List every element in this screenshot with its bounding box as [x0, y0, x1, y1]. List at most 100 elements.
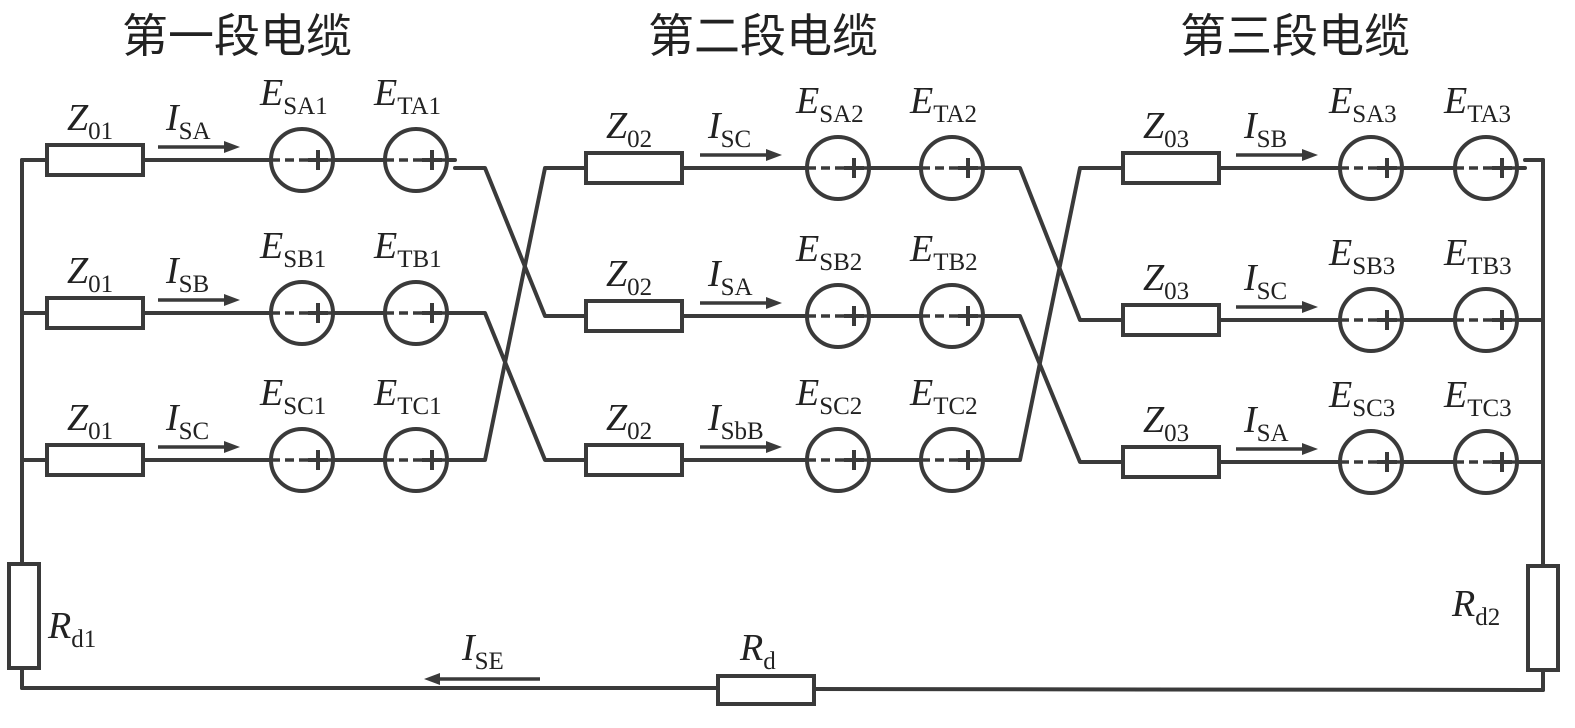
label-ise: ISE: [461, 627, 504, 675]
label-current: ISA: [165, 97, 211, 145]
resistor-rd1: [7, 562, 41, 670]
source-es: [269, 127, 335, 193]
label-es: ESB3: [1328, 232, 1395, 280]
impedance-resistor: [1121, 445, 1221, 479]
right-bus: [1523, 158, 1545, 692]
label-current: ISC: [707, 105, 751, 153]
label-es: ESA1: [259, 72, 328, 120]
label-impedance: Z03: [1143, 257, 1189, 305]
label-rd: Rd: [739, 627, 776, 675]
label-current: ISB: [165, 250, 209, 298]
label-current: ISB: [1243, 105, 1287, 153]
current-arrow: [1236, 443, 1318, 455]
left-bus: [20, 158, 49, 690]
impedance-resistor: [584, 443, 684, 477]
ground-return-wire: [20, 686, 1545, 692]
label-es: ESC1: [259, 372, 326, 420]
label-et: ETA3: [1443, 80, 1511, 128]
source-et: [1453, 287, 1519, 353]
cable-row: Z02 ISA ESB2 ETB2: [584, 228, 993, 349]
label-rd2: Rd2: [1451, 583, 1500, 631]
current-arrow: [1236, 149, 1318, 161]
current-arrow: [700, 149, 782, 161]
impedance-resistor: [1121, 151, 1221, 185]
label-et: ETB3: [1443, 232, 1512, 280]
label-impedance: Z03: [1143, 399, 1189, 447]
label-rd1: Rd1: [47, 605, 96, 653]
source-es: [805, 283, 871, 349]
source-es: [1338, 287, 1404, 353]
section-2-title: 第二段电缆: [648, 9, 878, 63]
current-arrow: [158, 441, 240, 453]
label-current: ISA: [1243, 399, 1289, 447]
ise-arrow: [424, 673, 540, 685]
impedance-resistor: [45, 143, 145, 177]
label-impedance: Z02: [606, 397, 652, 445]
label-et: ETB2: [909, 228, 978, 276]
source-es: [1338, 429, 1404, 495]
source-et: [383, 427, 449, 493]
label-impedance: Z03: [1143, 105, 1189, 153]
source-et: [1453, 429, 1519, 495]
cable-row: Z02 ISC ESA2 ETA2: [584, 80, 993, 201]
label-impedance: Z02: [606, 105, 652, 153]
label-es: ESC3: [1328, 374, 1395, 422]
label-es: ESB2: [795, 228, 862, 276]
label-impedance: Z01: [67, 397, 113, 445]
label-es: ESC2: [795, 372, 862, 420]
cable-row: Z01 ISC ESC1 ETC1: [45, 372, 457, 493]
source-es: [269, 427, 335, 493]
label-et: ETC1: [373, 372, 442, 420]
source-es: [805, 427, 871, 493]
resistor-rd: [716, 674, 816, 706]
label-et: ETC3: [1443, 374, 1512, 422]
current-arrow: [158, 294, 240, 306]
resistor-rd2: [1526, 564, 1560, 672]
impedance-resistor: [584, 151, 684, 185]
impedance-resistor: [45, 443, 145, 477]
cable-row: Z03 ISC ESB3 ETB3: [1121, 232, 1527, 353]
source-et: [383, 127, 449, 193]
label-current: ISC: [165, 397, 209, 445]
cable-row: Z01 ISA ESA1 ETA1: [45, 72, 457, 193]
label-impedance: Z02: [606, 253, 652, 301]
label-et: ETB1: [373, 225, 442, 273]
cable-row: Z03 ISB ESA3 ETA3: [1121, 80, 1527, 201]
cable-row: Z01 ISB ESB1 ETB1: [45, 225, 457, 346]
current-arrow: [700, 297, 782, 309]
cable-row: Z03 ISA ESC3 ETC3: [1121, 374, 1527, 495]
source-et: [919, 283, 985, 349]
label-es: ESA3: [1328, 80, 1397, 128]
cable-row: Z02 ISbB ESC2 ETC2: [584, 372, 993, 493]
label-current: ISC: [1243, 257, 1287, 305]
label-es: ESB1: [259, 225, 326, 273]
label-et: ETA1: [373, 72, 441, 120]
impedance-resistor: [584, 299, 684, 333]
source-es: [1338, 135, 1404, 201]
transposition-1-2: [453, 166, 588, 462]
label-es: ESA2: [795, 80, 864, 128]
source-et: [1453, 135, 1519, 201]
impedance-resistor: [45, 296, 145, 330]
section-1-title: 第一段电缆: [122, 9, 352, 63]
impedance-resistor: [1121, 303, 1221, 337]
label-impedance: Z01: [67, 250, 113, 298]
current-arrow: [158, 141, 240, 153]
label-current: ISA: [707, 253, 753, 301]
label-et: ETC2: [909, 372, 978, 420]
transposition-2-3: [989, 166, 1125, 464]
label-impedance: Z01: [67, 97, 113, 145]
current-arrow: [1236, 301, 1318, 313]
source-es: [805, 135, 871, 201]
label-et: ETA2: [909, 80, 977, 128]
source-et: [919, 427, 985, 493]
current-arrow: [700, 441, 782, 453]
label-current: ISbB: [707, 397, 764, 445]
source-et: [383, 280, 449, 346]
source-es: [269, 280, 335, 346]
